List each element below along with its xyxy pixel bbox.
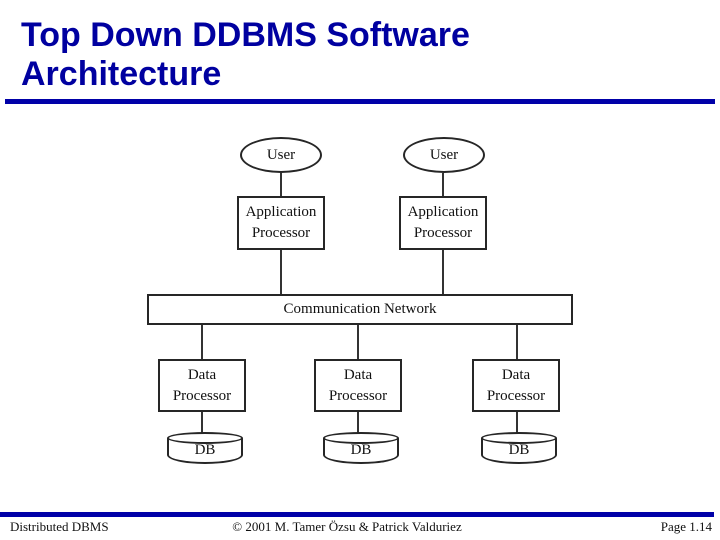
- data-processor-box: Data Processor: [314, 359, 402, 412]
- application-processor-label: Application Processor: [245, 204, 317, 241]
- connector-line: [516, 325, 518, 359]
- page-title: Top Down DDBMS Software Architecture: [21, 16, 470, 93]
- application-processor-box: Application Processor: [237, 196, 325, 250]
- connector-line: [442, 250, 444, 294]
- db-cylinder-cap: [323, 432, 399, 444]
- connector-line: [201, 325, 203, 359]
- data-processor-box: Data Processor: [472, 359, 560, 412]
- connector-line: [442, 173, 444, 196]
- application-processor-box: Application Processor: [399, 196, 487, 250]
- user-ellipse: User: [240, 137, 322, 173]
- communication-network-box: Communication Network: [147, 294, 573, 325]
- footer-page-number: Page 1.14: [660, 519, 712, 534]
- connector-line: [201, 412, 203, 434]
- footer-left-text: Distributed DBMS: [10, 519, 109, 534]
- footer-copyright-text: © 2001 M. Tamer Özsu & Patrick Valduriez: [232, 519, 462, 534]
- data-processor-label: Data Processor: [486, 366, 546, 404]
- connector-line: [357, 412, 359, 434]
- data-processor-label: Data Processor: [172, 366, 232, 404]
- connector-line: [357, 325, 359, 359]
- data-processor-box: Data Processor: [158, 359, 246, 412]
- connector-line: [280, 173, 282, 196]
- db-label: DB: [350, 442, 372, 458]
- communication-network-label: Communication Network: [283, 301, 437, 317]
- db-label: DB: [508, 442, 530, 458]
- db-cylinder: DB: [323, 432, 399, 464]
- footer-rule: [0, 512, 714, 517]
- user-label: User: [266, 146, 296, 163]
- connector-line: [516, 412, 518, 434]
- user-ellipse: User: [403, 137, 485, 173]
- db-cylinder: DB: [481, 432, 557, 464]
- title-rule: [5, 99, 715, 104]
- user-label: User: [429, 146, 459, 163]
- db-cylinder-cap: [167, 432, 243, 444]
- db-cylinder: DB: [167, 432, 243, 464]
- data-processor-label: Data Processor: [328, 366, 388, 404]
- db-label: DB: [194, 442, 216, 458]
- application-processor-label: Application Processor: [407, 204, 479, 241]
- db-cylinder-cap: [481, 432, 557, 444]
- connector-line: [280, 250, 282, 294]
